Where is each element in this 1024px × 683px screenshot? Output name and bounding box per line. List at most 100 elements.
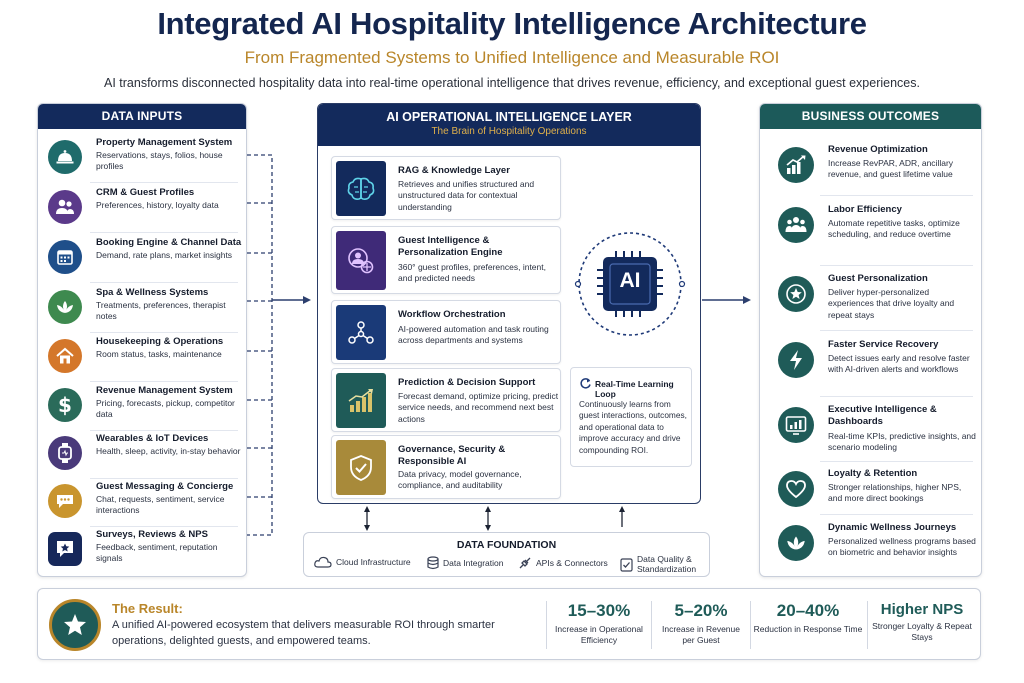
input-title: Wearables & IoT Devices bbox=[96, 433, 209, 444]
dashboard-icon bbox=[778, 407, 814, 443]
divider bbox=[90, 478, 238, 479]
brain-icon bbox=[336, 161, 386, 216]
foundation-item-quality[interactable]: Data Quality & Standardization bbox=[620, 554, 707, 574]
capability-desc: 360° guest profiles, preferences, intent… bbox=[398, 262, 546, 284]
input-item-crm[interactable]: CRM & Guest Profiles Preferences, histor… bbox=[38, 184, 246, 233]
outcome-title: Labor Efficiency bbox=[828, 204, 902, 215]
foundation-label: Data Quality & Standardization bbox=[637, 554, 697, 574]
capability-title: Governance, Security & Responsible AI bbox=[398, 444, 506, 467]
ai-layer-subtitle: The Brain of Hospitality Operations bbox=[431, 126, 587, 137]
ai-chip-label: AI bbox=[619, 269, 641, 292]
foundation-item-cloud[interactable]: Cloud Infrastructure bbox=[314, 556, 411, 568]
foundation-label: APIs & Connectors bbox=[536, 558, 608, 568]
bar-chart-icon bbox=[336, 373, 386, 428]
divider bbox=[820, 514, 973, 515]
input-title: CRM & Guest Profiles bbox=[96, 187, 195, 198]
data-foundation-panel: DATA FOUNDATION Cloud Infrastructure Dat… bbox=[303, 532, 710, 577]
capability-desc: AI-powered automation and task routing a… bbox=[398, 324, 549, 346]
input-desc: Health, sleep, activity, in-stay behavio… bbox=[96, 446, 241, 456]
divider bbox=[820, 195, 973, 196]
outcome-title: Guest Personalization bbox=[828, 273, 928, 284]
page-subtitle: From Fragmented Systems to Unified Intel… bbox=[244, 48, 780, 67]
shield-icon bbox=[336, 440, 386, 495]
learning-loop-card[interactable]: Real-Time Learning Loop Continuously lea… bbox=[570, 367, 692, 467]
metric-value: 20–40% bbox=[776, 601, 840, 620]
divider bbox=[651, 601, 652, 649]
result-banner: The Result: A unified AI-powered ecosyst… bbox=[37, 588, 981, 660]
outcome-executive-intelligence[interactable]: Executive Intelligence & Dashboards Real… bbox=[760, 402, 981, 462]
foundation-item-apis[interactable]: APIs & Connectors bbox=[518, 556, 608, 570]
foundation-item-integration[interactable]: Data Integration bbox=[427, 556, 503, 570]
outcome-revenue[interactable]: Revenue Optimization Increase RevPAR, AD… bbox=[760, 142, 981, 202]
divider bbox=[90, 182, 238, 183]
plug-icon bbox=[518, 556, 532, 570]
capability-title: RAG & Knowledge Layer bbox=[398, 165, 510, 176]
capability-guest-intelligence[interactable]: Guest Intelligence & Personalization Eng… bbox=[331, 226, 561, 294]
outcome-personalization[interactable]: Guest Personalization Deliver hyper-pers… bbox=[760, 271, 981, 331]
metric-value: 15–30% bbox=[567, 601, 631, 620]
calendar-icon bbox=[48, 240, 82, 274]
outcome-wellness[interactable]: Dynamic Wellness Journeys Personalized w… bbox=[760, 520, 981, 580]
divider bbox=[90, 381, 238, 382]
metric-value: Higher NPS bbox=[880, 601, 964, 618]
divider bbox=[90, 526, 238, 527]
data-inputs-heading: DATA INPUTS bbox=[38, 104, 246, 129]
input-item-pms[interactable]: Property Management System Reservations,… bbox=[38, 134, 246, 183]
capability-title: Workflow Orchestration bbox=[398, 309, 506, 320]
capability-rag[interactable]: RAG & Knowledge Layer Retrieves and unif… bbox=[331, 156, 561, 220]
capability-desc: Retrieves and unifies structured and uns… bbox=[398, 179, 535, 212]
capability-workflow[interactable]: Workflow Orchestration AI-powered automa… bbox=[331, 300, 561, 364]
divider bbox=[820, 461, 973, 462]
outcome-labor[interactable]: Labor Efficiency Automate repetitive tas… bbox=[760, 202, 981, 262]
star-icon bbox=[49, 599, 101, 651]
capability-desc: Forecast demand, optimize pricing, predi… bbox=[398, 391, 559, 424]
divider bbox=[820, 265, 973, 266]
input-item-spa[interactable]: Spa & Wellness Systems Treatments, prefe… bbox=[38, 284, 246, 333]
bell-icon bbox=[48, 140, 82, 174]
outcome-title: Executive Intelligence & Dashboards bbox=[828, 404, 937, 427]
input-item-messaging[interactable]: Guest Messaging & Concierge Chat, reques… bbox=[38, 478, 246, 527]
metric-efficiency: 15–30% Increase in Operational Efficienc… bbox=[549, 601, 649, 646]
learning-loop-desc: Continuously learns from guest interacti… bbox=[579, 399, 687, 455]
outcome-desc: Personalized wellness programs based on … bbox=[828, 536, 976, 558]
input-title: Spa & Wellness Systems bbox=[96, 287, 209, 298]
capability-desc: Data privacy, model governance, complian… bbox=[398, 469, 522, 491]
capability-governance[interactable]: Governance, Security & Responsible AI Da… bbox=[331, 435, 561, 499]
outcome-desc: Detect issues early and resolve faster w… bbox=[828, 353, 970, 375]
star-badge-icon bbox=[778, 276, 814, 312]
input-item-surveys[interactable]: Surveys, Reviews & NPS Feedback, sentime… bbox=[38, 526, 246, 575]
outcome-title: Dynamic Wellness Journeys bbox=[828, 522, 957, 533]
input-item-booking[interactable]: Booking Engine & Channel Data Demand, ra… bbox=[38, 234, 246, 283]
result-title: The Result: bbox=[112, 601, 183, 616]
input-title: Revenue Management System bbox=[96, 385, 233, 396]
divider bbox=[546, 601, 547, 649]
outcome-service-recovery[interactable]: Faster Service Recovery Detect issues ea… bbox=[760, 337, 981, 397]
capability-prediction[interactable]: Prediction & Decision Support Forecast d… bbox=[331, 368, 561, 432]
outcome-desc: Real-time KPIs, predictive insights, and… bbox=[828, 431, 976, 453]
input-title: Surveys, Reviews & NPS bbox=[96, 529, 208, 540]
input-desc: Feedback, sentiment, reputation signals bbox=[96, 542, 218, 564]
outcome-loyalty[interactable]: Loyalty & Retention Stronger relationshi… bbox=[760, 466, 981, 526]
input-item-wearables[interactable]: Wearables & IoT Devices Health, sleep, a… bbox=[38, 430, 246, 479]
metric-response-time: 20–40% Reduction in Response Time bbox=[753, 601, 863, 635]
heart-icon bbox=[778, 471, 814, 507]
outcome-title: Loyalty & Retention bbox=[828, 468, 918, 479]
input-desc: Treatments, preferences, therapist notes bbox=[96, 300, 226, 322]
result-text: A unified AI-powered ecosystem that deli… bbox=[112, 619, 495, 647]
foundation-label: Cloud Infrastructure bbox=[336, 557, 411, 567]
team-icon bbox=[778, 207, 814, 243]
page-tagline: AI transforms disconnected hospitality d… bbox=[104, 76, 920, 90]
profile-target-icon bbox=[336, 231, 386, 290]
input-desc: Reservations, stays, folios, house profi… bbox=[96, 150, 223, 172]
watch-icon bbox=[48, 436, 82, 470]
input-desc: Pricing, forecasts, pickup, competitor d… bbox=[96, 398, 235, 420]
input-item-housekeeping[interactable]: Housekeeping & Operations Room status, t… bbox=[38, 333, 246, 382]
network-icon bbox=[336, 305, 386, 360]
outcome-desc: Increase RevPAR, ADR, ancillary revenue,… bbox=[828, 158, 954, 180]
input-item-revenue[interactable]: $ Revenue Management System Pricing, for… bbox=[38, 382, 246, 431]
metric-value: 5–20% bbox=[674, 601, 728, 620]
outcome-title: Revenue Optimization bbox=[828, 144, 928, 155]
metric-revenue: 5–20% Increase in Revenue per Guest bbox=[655, 601, 747, 646]
divider bbox=[90, 430, 238, 431]
